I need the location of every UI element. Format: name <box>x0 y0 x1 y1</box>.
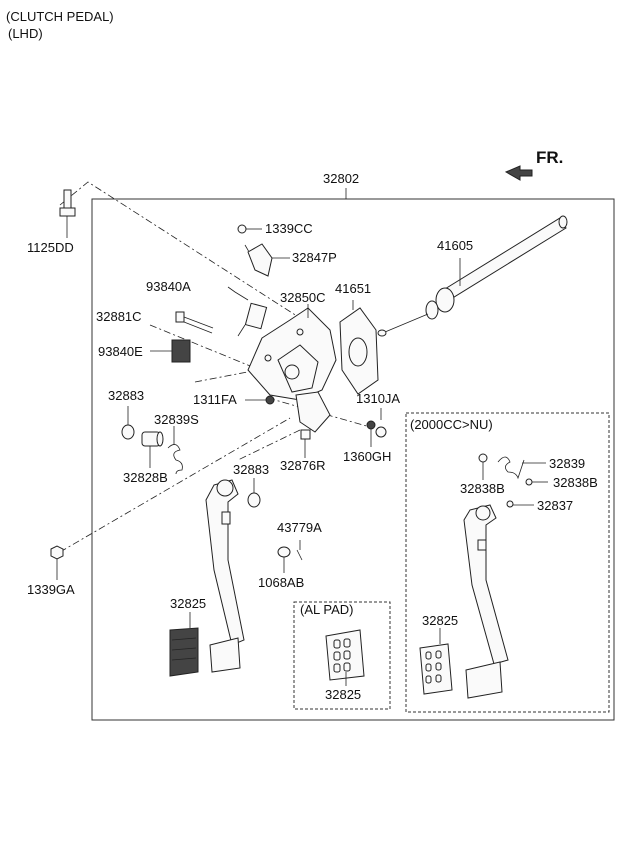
pin-32881c-icon <box>175 311 214 334</box>
part-label-43779a: 43779A <box>277 520 322 535</box>
stopper-32837-icon <box>506 500 514 508</box>
part-label-41651: 41651 <box>335 281 372 296</box>
part-label-1311fa: 1311FA <box>193 392 237 407</box>
pedal-bracket-icon <box>247 304 337 401</box>
spring-32839-icon <box>478 453 548 486</box>
variant-al-pad-icon <box>419 628 453 695</box>
lever-plate-icon <box>295 391 331 433</box>
clip-43779a-icon <box>296 540 303 561</box>
part-label-1310ja: 1310JA <box>356 391 401 406</box>
spring-32839s-icon <box>167 426 183 475</box>
part-label-32838b-right: 32838B <box>553 475 598 490</box>
diagram-title: (CLUTCH PEDAL) <box>6 9 114 24</box>
front-direction-arrow-icon <box>504 165 533 181</box>
nut-1339ga-icon <box>50 545 64 580</box>
part-label-32850c: 32850C <box>280 290 326 305</box>
part-label-1125dd: 1125DD <box>27 240 74 255</box>
sleeve-32828b-icon <box>141 431 164 468</box>
washer-32883-icon <box>247 492 261 508</box>
part-label-32881c: 32881C <box>96 309 142 324</box>
part-label-32838b-left: 32838B <box>460 481 505 496</box>
clip-32847p-icon <box>247 243 290 277</box>
variant-pedal-arm-icon <box>463 500 534 699</box>
al-pedal-pad-icon <box>325 629 365 686</box>
stopper-32876r-icon <box>300 429 311 458</box>
switch-93840a-icon <box>227 286 268 337</box>
washer-1068ab-icon <box>277 546 291 558</box>
gasket-41651-icon <box>339 300 379 395</box>
switch-93840e-icon <box>150 339 191 363</box>
part-label-93840a: 93840A <box>146 279 191 294</box>
nut-1360gh-icon <box>366 420 376 430</box>
nut-1311fa-icon <box>265 395 275 405</box>
al-pad-panel-frame <box>293 601 391 710</box>
part-label-1068ab: 1068AB <box>258 575 305 590</box>
part-label-32828b: 32828B <box>123 470 168 485</box>
nut-1339cc-icon <box>237 224 247 234</box>
assembly-frame <box>91 198 615 721</box>
part-label-1360gh: 1360GH <box>343 449 392 464</box>
part-label-32883-washer: 32883 <box>233 462 270 477</box>
part-label-32825-main: 32825 <box>170 596 207 611</box>
clutch-pedal-arm-icon <box>205 479 245 673</box>
part-label-32825-variant: 32825 <box>422 613 459 628</box>
part-label-32839s: 32839S <box>154 412 199 427</box>
part-label-32837: 32837 <box>537 498 574 513</box>
pedal-pad-icon <box>169 612 199 677</box>
part-label-41605: 41605 <box>437 238 474 253</box>
bushing-32883-icon <box>121 424 135 440</box>
nut-1310ja-icon <box>375 426 387 438</box>
part-label-32876r: 32876R <box>280 458 326 473</box>
al-pad-panel-title: (AL PAD) <box>300 602 354 617</box>
part-label-93840e: 93840E <box>98 344 143 359</box>
master-cylinder-icon <box>377 215 568 337</box>
part-label-32825-al-pad: 32825 <box>325 687 362 702</box>
part-label-1339cc: 1339CC <box>265 221 313 236</box>
variant-panel-title: (2000CC>NU) <box>410 417 493 432</box>
nut-assembly-line <box>59 417 291 553</box>
direction-label: FR. <box>536 148 564 167</box>
part-label-1339ga: 1339GA <box>27 582 75 597</box>
part-label-32839: 32839 <box>549 456 586 471</box>
bolt-assembly-line <box>59 181 301 319</box>
diagram-subtitle: (LHD) <box>8 26 43 41</box>
part-label-32847p: 32847P <box>292 250 337 265</box>
part-label-32802: 32802 <box>323 171 360 186</box>
bolt-1125dd-icon <box>59 189 76 238</box>
part-label-32883-bushing: 32883 <box>108 388 145 403</box>
variant-panel-frame <box>405 412 610 713</box>
